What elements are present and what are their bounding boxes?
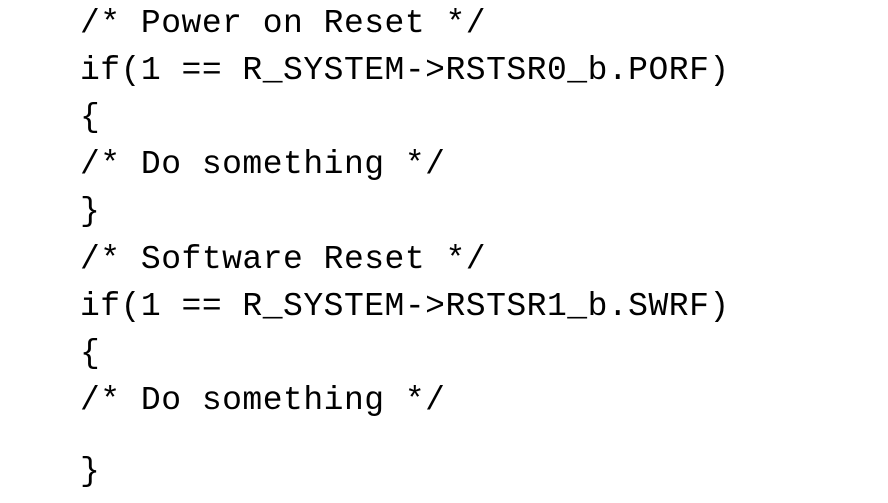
comment-line: /* Software Reset */	[80, 241, 487, 278]
close-brace-line: }	[80, 453, 101, 490]
if-statement-line: if(1 == R_SYSTEM->RSTSR0_b.PORF)	[80, 52, 730, 89]
comment-line: /* Do something */	[80, 382, 446, 419]
close-brace-line: }	[80, 193, 101, 230]
open-brace-line: {	[80, 335, 101, 372]
comment-line: /* Power on Reset */	[80, 5, 487, 42]
open-brace-line: {	[80, 99, 101, 136]
comment-line: /* Do something */	[80, 146, 446, 183]
if-statement-line: if(1 == R_SYSTEM->RSTSR1_b.SWRF)	[80, 288, 730, 325]
